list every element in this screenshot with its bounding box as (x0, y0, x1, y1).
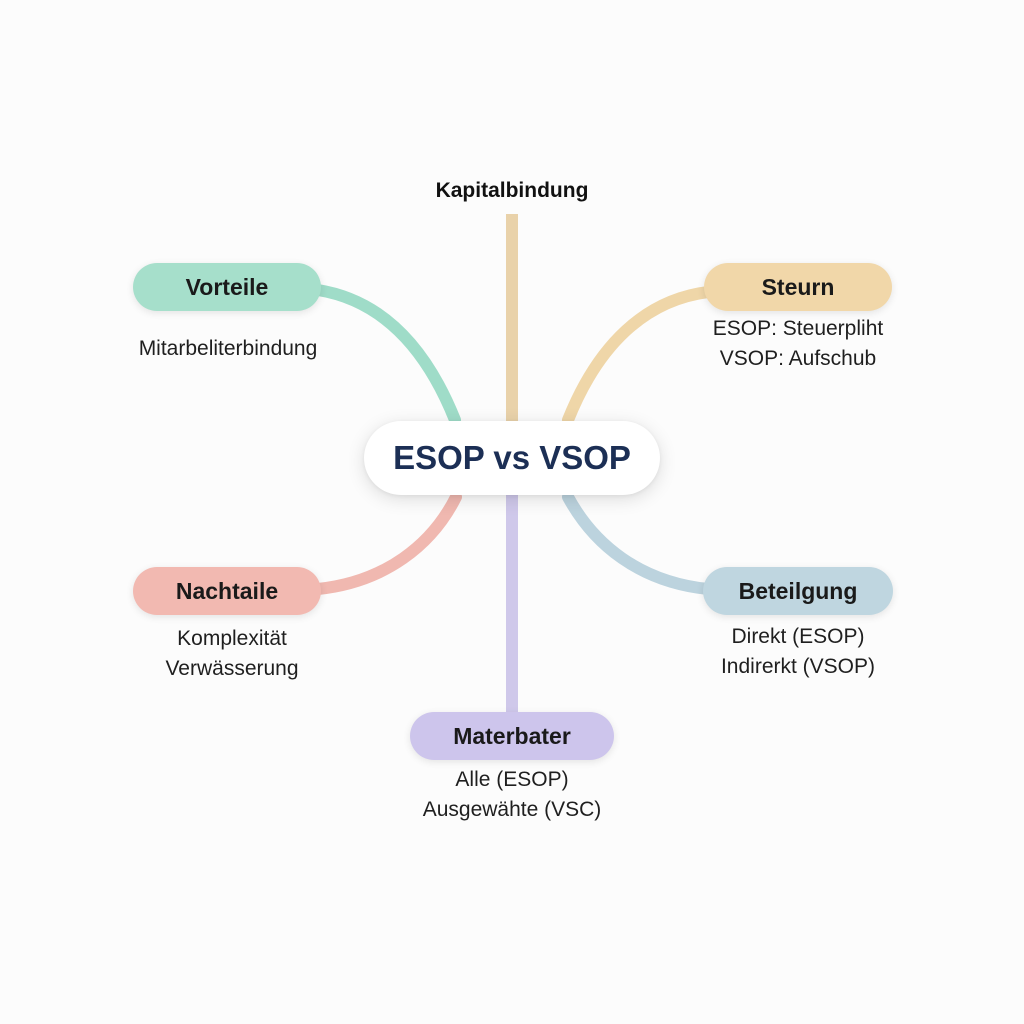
kapitalbindung-label: Kapitalbindung (435, 179, 589, 202)
node-vorteile: Vorteile (133, 263, 321, 311)
beteilgung-detail: Direkt (ESOP) (731, 625, 865, 648)
steurn-detail: VSOP: Aufschub (719, 347, 877, 370)
connector-beteilgung (562, 491, 714, 595)
connector-vorteile (312, 284, 461, 426)
beteilgung-detail: Indirerkt (VSOP) (720, 655, 876, 678)
beteilgung-details: Direkt (ESOP) Indirerkt (VSOP) (668, 622, 928, 682)
steurn-detail: ESOP: Steuerpliht (712, 317, 884, 340)
node-beteilgung: Beteilgung (703, 567, 893, 615)
nachtaile-detail: Verwässerung (165, 657, 299, 680)
materbater-detail: Alle (ESOP) (455, 768, 569, 791)
node-steurn: Steurn (704, 263, 892, 311)
connector-nachtaile (312, 491, 462, 595)
steurn-details: ESOP: Steuerpliht VSOP: Aufschub (672, 314, 924, 374)
materbater-details: Alle (ESOP) Ausgewähte (VSC) (382, 765, 642, 825)
node-nachtaile: Nachtaile (133, 567, 321, 615)
node-materbater: Materbater (410, 712, 614, 760)
connector-steurn (562, 286, 714, 426)
nachtaile-details: Komplexität Verwässerung (102, 624, 362, 684)
vorteile-detail: Mitarbeliterbindung (138, 337, 318, 360)
vorteile-details: Mitarbeliterbindung (98, 334, 358, 364)
central-topic: ESOP vs VSOP (364, 421, 660, 495)
nachtaile-detail: Komplexität (177, 627, 287, 650)
materbater-detail: Ausgewähte (VSC) (422, 798, 602, 821)
